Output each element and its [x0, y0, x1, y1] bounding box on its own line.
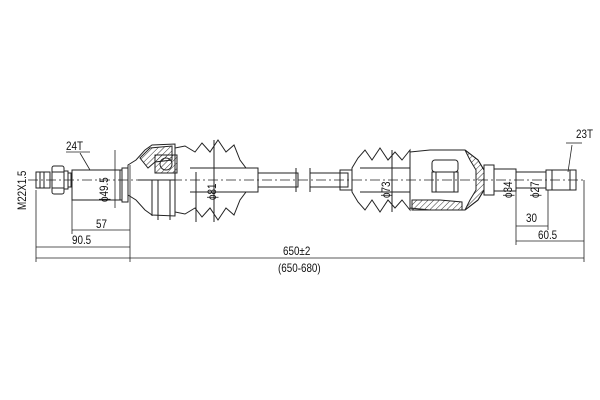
dim-90-5-label: 90.5 — [72, 233, 92, 247]
diameter-49-5-label: ϕ49.5 — [97, 177, 111, 202]
diameter-34-label: ϕ34 — [501, 181, 515, 198]
dimension-lines — [35, 142, 585, 262]
dim-30-label: 30 — [526, 211, 537, 225]
left-boot — [174, 139, 259, 222]
left-cv-housing — [127, 143, 178, 220]
diameter-73-label: ϕ73 — [379, 181, 393, 198]
right-stub-shaft — [483, 164, 577, 196]
dim-57-label: 57 — [96, 217, 107, 231]
thread-label: M22X1.5 — [15, 170, 29, 210]
overall-range-label: (650-680) — [278, 261, 321, 275]
dim-60-5-label: 60.5 — [538, 228, 558, 242]
right-boot — [339, 147, 411, 213]
right-spline-label: 23T — [576, 127, 593, 141]
left-thread-end — [35, 165, 72, 195]
right-tripod-housing — [409, 149, 485, 211]
main-shaft — [257, 168, 349, 192]
left-spline-label: 24T — [66, 139, 83, 153]
diameter-27-label: ϕ27 — [528, 181, 542, 198]
overall-length-label: 650±2 — [283, 244, 311, 258]
diameter-81-label: ϕ81 — [205, 183, 219, 200]
